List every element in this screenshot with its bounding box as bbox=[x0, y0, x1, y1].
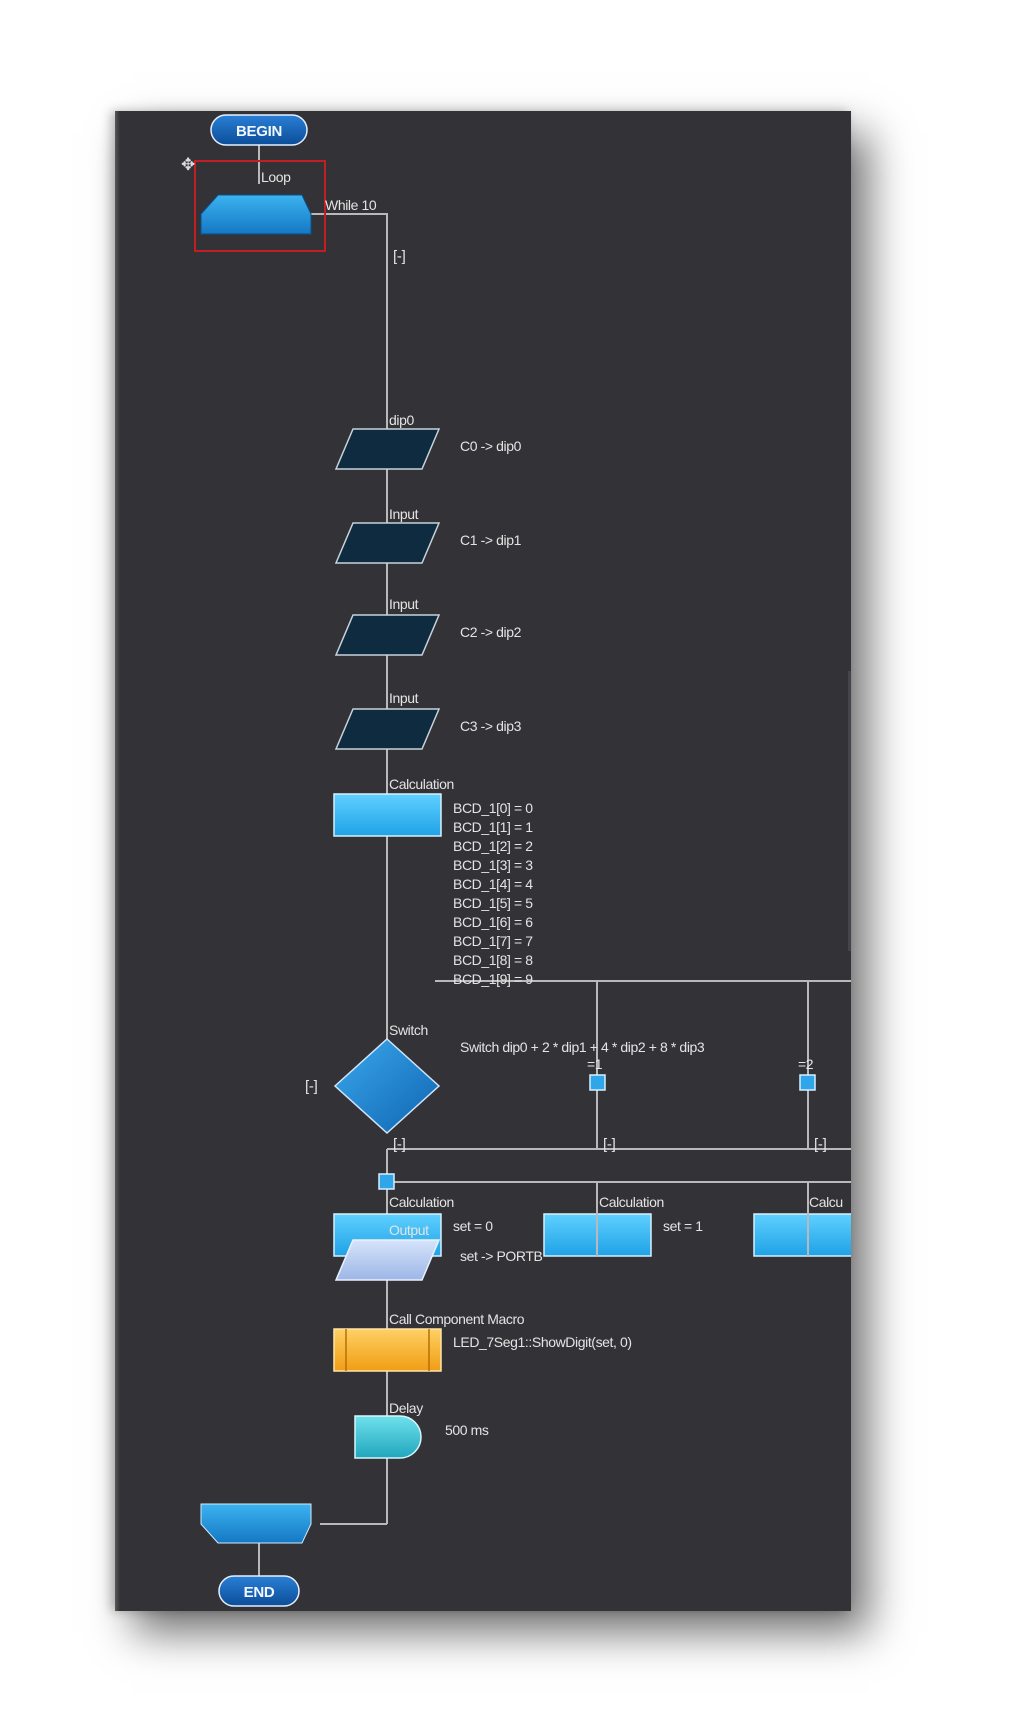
loop-title: Loop bbox=[261, 169, 291, 185]
input-text: C2 -> dip2 bbox=[460, 624, 522, 640]
input-block-3[interactable]: Input C3 -> dip3 bbox=[334, 690, 522, 750]
case-node-1[interactable] bbox=[589, 1074, 606, 1091]
switch-title: Switch bbox=[389, 1022, 428, 1038]
calc-line: BCD_1[0] = 0 bbox=[453, 800, 533, 816]
input-text: C1 -> dip1 bbox=[460, 532, 522, 548]
calc-line: BCD_1[2] = 2 bbox=[453, 838, 533, 854]
merge-node[interactable] bbox=[378, 1173, 395, 1190]
calc-line: BCD_1[7] = 7 bbox=[453, 933, 533, 949]
macro-text: LED_7Seg1::ShowDigit(set, 0) bbox=[453, 1334, 632, 1350]
calc-line: BCD_1[3] = 3 bbox=[453, 857, 533, 873]
output-block[interactable]: Output set -> PORTB bbox=[334, 1222, 543, 1281]
canvas-shading bbox=[115, 111, 120, 1611]
calculation-title: Calculation bbox=[389, 776, 454, 792]
begin-terminal[interactable]: BEGIN bbox=[210, 114, 308, 146]
selection-box bbox=[194, 160, 326, 252]
calc-line: BCD_1[6] = 6 bbox=[453, 914, 533, 930]
switch-expression: Switch dip0 + 2 * dip1 + 4 * dip2 + 8 * … bbox=[460, 1039, 705, 1055]
calc-line: BCD_1[9] = 9 bbox=[453, 971, 533, 987]
calc-line: BCD_1[4] = 4 bbox=[453, 876, 533, 892]
end-terminal[interactable]: END bbox=[218, 1575, 300, 1607]
calculation-title: Calculation bbox=[599, 1194, 664, 1210]
case-collapse-toggle[interactable]: [-] bbox=[393, 1136, 406, 1153]
input-title: Input bbox=[389, 506, 419, 522]
case-calculation-2[interactable]: Calcu bbox=[753, 1194, 851, 1257]
case-merge-lines bbox=[596, 1182, 809, 1256]
loop-block[interactable]: ✥ Loop While 10 bbox=[181, 155, 377, 252]
case-collapse-toggle[interactable]: [-] bbox=[814, 1136, 827, 1153]
input-text: C0 -> dip0 bbox=[460, 438, 522, 454]
calculation-text: set = 1 bbox=[663, 1218, 703, 1234]
flowchart-diagram: BEGIN ✥ Loop While 10 [-] dip0 C0 -> dip… bbox=[181, 114, 851, 1607]
calc-line: BCD_1[8] = 8 bbox=[453, 952, 533, 968]
calculation-title: Calcu bbox=[809, 1194, 843, 1210]
calculation-block-init[interactable]: Calculation BCD_1[0] = 0 BCD_1[1] = 1 BC… bbox=[333, 776, 534, 987]
input-title: Input bbox=[389, 690, 419, 706]
connector-lines bbox=[258, 144, 851, 1576]
case-label: =2 bbox=[798, 1056, 814, 1072]
calc-line: BCD_1[1] = 1 bbox=[453, 819, 533, 835]
output-text: set -> PORTB bbox=[460, 1248, 543, 1264]
calculation-title: Calculation bbox=[389, 1194, 454, 1210]
delay-text: 500 ms bbox=[445, 1422, 489, 1438]
macro-title: Call Component Macro bbox=[389, 1311, 525, 1327]
input-block-2[interactable]: Input C2 -> dip2 bbox=[334, 596, 522, 656]
input-text: C3 -> dip3 bbox=[460, 718, 522, 734]
output-title: Output bbox=[389, 1222, 429, 1238]
loop-end-block[interactable] bbox=[200, 1503, 312, 1544]
input-title: Input bbox=[389, 596, 419, 612]
loop-condition: While 10 bbox=[325, 197, 377, 213]
delay-block[interactable]: Delay 500 ms bbox=[354, 1400, 489, 1459]
calculation-text: set = 0 bbox=[453, 1218, 493, 1234]
case-calculation-1[interactable]: Calculation set = 1 bbox=[543, 1194, 704, 1257]
move-handle-icon: ✥ bbox=[181, 155, 195, 174]
input-block-0[interactable]: dip0 C0 -> dip0 bbox=[334, 412, 522, 470]
delay-title: Delay bbox=[389, 1400, 423, 1416]
case-collapse-toggle[interactable]: [-] bbox=[603, 1136, 616, 1153]
input-title: dip0 bbox=[389, 412, 414, 428]
calc-line: BCD_1[5] = 5 bbox=[453, 895, 533, 911]
end-label: END bbox=[244, 1584, 275, 1601]
canvas-scroll-edge bbox=[848, 671, 851, 951]
switch-collapse-toggle[interactable]: [-] bbox=[305, 1078, 318, 1095]
flowchart-canvas[interactable]: BEGIN ✥ Loop While 10 [-] dip0 C0 -> dip… bbox=[115, 111, 851, 1611]
begin-label: BEGIN bbox=[236, 123, 282, 140]
input-block-1[interactable]: Input C1 -> dip1 bbox=[334, 506, 522, 564]
loop-collapse-toggle[interactable]: [-] bbox=[393, 248, 406, 265]
case-node-2[interactable] bbox=[799, 1074, 816, 1091]
case-label: =1 bbox=[587, 1056, 603, 1072]
switch-decision[interactable]: Switch Switch dip0 + 2 * dip1 + 4 * dip2… bbox=[333, 1022, 705, 1135]
component-macro-block[interactable]: Call Component Macro LED_7Seg1::ShowDigi… bbox=[333, 1311, 632, 1372]
